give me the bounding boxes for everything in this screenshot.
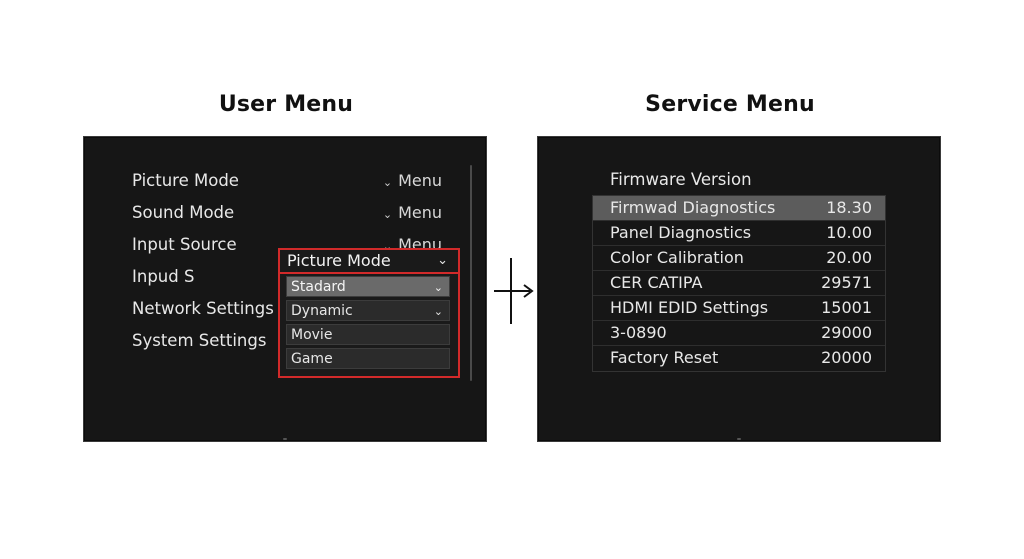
picture-mode-value[interactable]: ⌄ Menu	[383, 171, 442, 190]
service-row-value: 18.30	[826, 198, 872, 217]
service-row-value: 29000	[821, 323, 872, 342]
service-row-label: Panel Diagnostics	[610, 223, 752, 242]
chevron-down-icon: ⌄	[382, 240, 393, 253]
service-row-color-calibration[interactable]: Color Calibration 20.00	[593, 246, 885, 271]
plus-arrow-icon	[494, 258, 534, 324]
menu-item-network-settings[interactable]: Network Settings	[132, 299, 274, 318]
service-menu-screen: Firmware Version Firmwad Diagnostics 18.…	[537, 136, 941, 442]
service-row-3-0890[interactable]: 3-0890 29000	[593, 321, 885, 346]
service-menu-heading: Service Menu	[645, 92, 815, 117]
dropdown-option-dynamic[interactable]: Dynamic ⌄	[286, 300, 450, 321]
dropdown-header[interactable]: Picture Mode ⌄	[280, 250, 458, 274]
firmware-version-label: Firmware Version	[610, 170, 752, 189]
service-row-value: 20000	[821, 348, 872, 367]
dropdown-option-label: Game	[291, 351, 333, 367]
service-row-firmwad-diagnostics[interactable]: Firmwad Diagnostics 18.30	[593, 196, 885, 221]
service-row-cer-catipa[interactable]: CER CATIPA 29571	[593, 271, 885, 296]
dropdown-header-label: Picture Mode	[287, 251, 391, 270]
service-row-factory-reset[interactable]: Factory Reset 20000	[593, 346, 885, 371]
service-row-hdmi-edid-settings[interactable]: HDMI EDID Settings 15001	[593, 296, 885, 321]
service-menu-table: Firmwad Diagnostics 18.30 Panel Diagnost…	[592, 195, 886, 372]
picture-mode-dropdown[interactable]: Picture Mode ⌄ Stadard ⌄ Dynamic ⌄ Movie…	[278, 248, 460, 378]
menu-item-input-source[interactable]: Input Source	[132, 235, 237, 254]
chevron-down-icon: ⌄	[437, 253, 448, 268]
power-led	[737, 438, 741, 440]
service-row-label: Firmwad Diagnostics	[610, 198, 776, 217]
menu-scrollbar[interactable]	[470, 165, 472, 381]
service-row-label: Color Calibration	[610, 248, 744, 267]
service-row-value: 15001	[821, 298, 872, 317]
service-row-panel-diagnostics[interactable]: Panel Diagnostics 10.00	[593, 221, 885, 246]
dropdown-option-game[interactable]: Game	[286, 348, 450, 369]
user-menu-screen: Picture Mode ⌄ Menu Sound Mode ⌄ Menu Inpu…	[83, 136, 487, 442]
menu-item-system-settings[interactable]: System Settings	[132, 331, 267, 350]
chevron-down-icon: ⌄	[382, 208, 393, 221]
chevron-down-icon: ⌄	[433, 281, 443, 294]
dropdown-option-movie[interactable]: Movie	[286, 324, 450, 345]
dropdown-option-label: Movie	[291, 327, 333, 343]
service-row-label: 3-0890	[610, 323, 667, 342]
chevron-down-icon: ⌄	[433, 305, 443, 318]
service-row-label: HDMI EDID Settings	[610, 298, 769, 317]
sound-mode-value[interactable]: ⌄ Menu	[383, 203, 442, 222]
dropdown-option-label: Dynamic	[291, 303, 353, 319]
user-menu-heading: User Menu	[218, 92, 354, 117]
sound-mode-value-text: Menu	[398, 203, 442, 222]
dropdown-option-label: Stadard	[291, 279, 346, 295]
service-row-value: 10.00	[826, 223, 872, 242]
service-row-label: Factory Reset	[610, 348, 719, 367]
service-row-label: CER CATIPA	[610, 273, 703, 292]
service-row-value: 29571	[821, 273, 872, 292]
service-row-value: 20.00	[826, 248, 872, 267]
menu-item-picture-mode[interactable]: Picture Mode	[132, 171, 239, 190]
picture-mode-value-text: Menu	[398, 171, 442, 190]
menu-item-sound-mode[interactable]: Sound Mode	[132, 203, 235, 222]
dropdown-option-standard[interactable]: Stadard ⌄	[286, 276, 450, 297]
menu-item-inpud-s[interactable]: Inpud S	[132, 267, 195, 286]
power-led	[283, 438, 287, 440]
chevron-down-icon: ⌄	[382, 176, 393, 189]
